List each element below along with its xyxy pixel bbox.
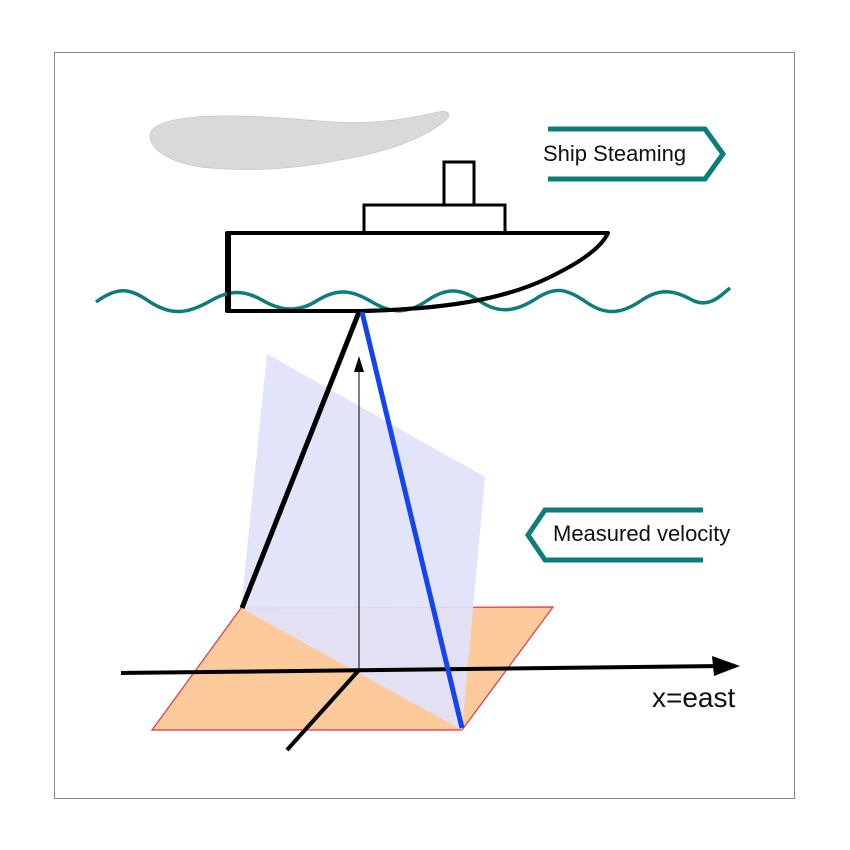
beam-plane <box>241 354 485 730</box>
ship-steaming-label: Ship Steaming <box>543 141 686 166</box>
measured-velocity-arrow-icon <box>524 507 703 563</box>
z-axis-arrowhead <box>354 356 364 372</box>
sea-wave <box>94 286 732 314</box>
x-axis-label: x=east <box>652 682 735 713</box>
x-axis-line <box>120 664 723 675</box>
smoke-icon <box>149 111 450 170</box>
ship-hull-bottom <box>227 276 549 313</box>
beam-right <box>359 311 465 729</box>
ship-cabin <box>362 203 507 235</box>
y-axis-line <box>285 668 361 752</box>
ship-funnel <box>442 160 476 207</box>
ship-steaming-arrow-icon <box>548 126 727 182</box>
x-axis-arrowhead <box>712 656 740 676</box>
beam-left <box>239 311 362 609</box>
measured-velocity-label: Measured velocity <box>553 521 730 546</box>
